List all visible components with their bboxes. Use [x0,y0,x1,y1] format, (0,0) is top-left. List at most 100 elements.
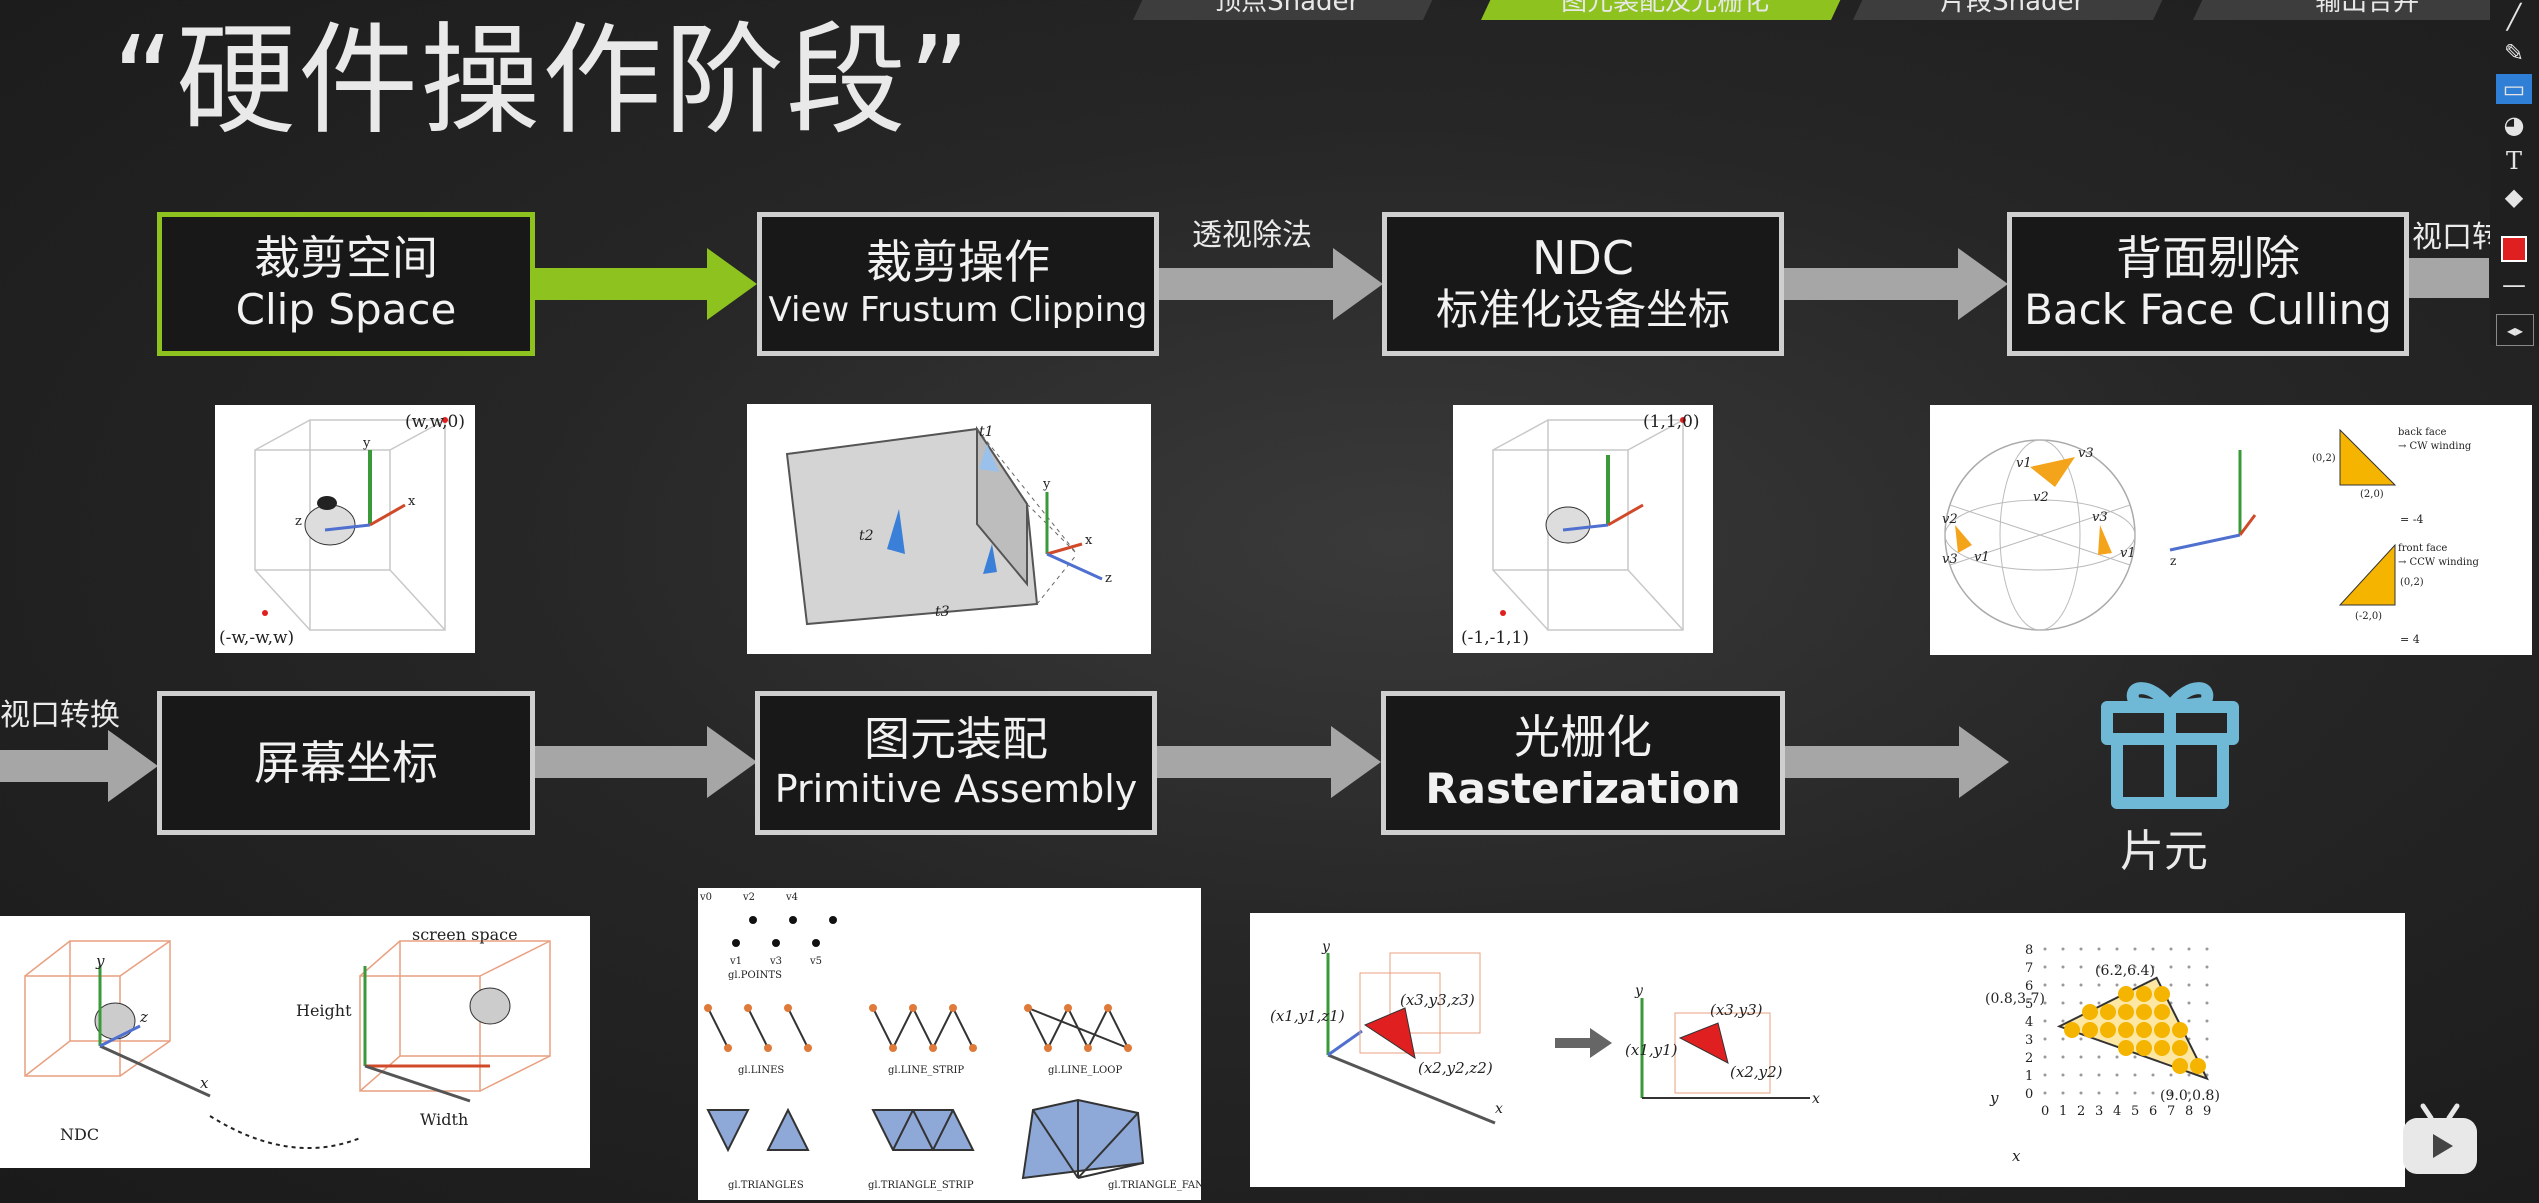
frustum-t1: t1 [979,424,994,440]
grid-dot [2079,947,2083,951]
width-label: Width [420,1110,468,1129]
covered-fragment [2082,1022,2098,1038]
color-swatch-icon[interactable] [2496,234,2532,264]
y-tick-label: 0 [2025,1087,2033,1102]
line-width-icon[interactable]: — [2502,271,2526,299]
y-tick-label: 1 [2025,1069,2033,1084]
covered-fragment [2118,1040,2134,1056]
vertex-label: v3 [1942,552,1958,567]
primitive-label: gl.TRIANGLE_STRIP [868,1180,974,1191]
grid-dot [2079,1091,2083,1095]
raster-g1: (0.8,3.7) [1985,991,2045,1007]
cull-back-face: back face [2398,427,2446,438]
vertex-label: v1 [2120,546,2136,561]
grid-dot [2151,1073,2155,1077]
expand-icon[interactable]: ◂▸ [2496,314,2534,346]
grid-dot [2097,1001,2101,1005]
tab-primitive-assembly-raster[interactable]: 图元装配及光栅化 [1481,0,1845,20]
grid-dot [2169,947,2173,951]
grid-dot [2061,965,2065,969]
grid-dot [2169,965,2173,969]
stage-en: View Frustum Clipping [768,290,1148,331]
raster-p3: (x2,y2,z2) [1418,1059,1493,1077]
grid-dot [2169,1091,2173,1095]
grid-dot [2187,983,2191,987]
grid-dot [2151,965,2155,969]
stage-primitive-assembly: 图元装配 Primitive Assembly [755,691,1157,835]
covered-fragment [2172,1058,2188,1074]
stage-en: 标准化设备坐标 [1435,285,1730,335]
x-tick-label: 4 [2113,1104,2121,1119]
grid-dot [2115,965,2119,969]
vertex-label: v4 [785,892,798,903]
tab-label: 输出合并 [2315,0,2420,17]
rasterization-diagram: y x (x1,y1,z1) (x3,y3,z3) (x2,y2,z2) y x… [1250,913,2405,1187]
raster-p2: (x3,y3,z3) [1400,991,1475,1009]
eraser-icon[interactable]: ◆ [2504,183,2524,211]
grid-dot [2205,983,2209,987]
grid-dot [2061,1091,2065,1095]
grid-dot [2187,947,2191,951]
vertex-label: v1 [1974,550,1990,565]
tab-vertex-shader[interactable]: 顶点Shader [1133,0,1437,20]
stage-ndc: NDC 标准化设备坐标 [1382,212,1784,356]
palette-icon[interactable]: ◕ [2503,111,2525,139]
ndc-diagram: (1,1,0) (-1,-1,1) [1453,405,1713,653]
grid-dot [2187,965,2191,969]
video-logo-icon[interactable] [2395,1100,2485,1180]
stage-en: Back Face Culling [2024,285,2392,335]
pen-icon[interactable]: ╱ [2506,3,2522,31]
cull-point: (0,2) [2400,577,2424,588]
grid-dot [2115,1091,2119,1095]
y-tick-label: 7 [2025,961,2033,976]
grid-dot [2079,1055,2083,1059]
raster-g2: (6.2,6.4) [2095,963,2155,979]
grid-dot [2133,947,2137,951]
stage-screen-coords: 屏幕坐标 [157,691,535,835]
grid-dot [2079,1001,2083,1005]
height-label: Height [296,1001,352,1020]
vertex-label: v0 [699,892,712,903]
grid-dot [2205,1037,2209,1041]
grid-dot [2043,1001,2047,1005]
rectangle-icon[interactable]: ▭ [2496,74,2532,104]
primitive-label: gl.LINES [738,1065,784,1076]
grid-dot [2097,1055,2101,1059]
svg-text:z: z [139,1008,148,1026]
stage-zh: 裁剪操作 [866,235,1050,290]
grid-dot [2205,1055,2209,1059]
marker-icon[interactable]: ✎ [2503,39,2525,67]
covered-fragment [2172,1040,2188,1056]
grid-dot [2043,1037,2047,1041]
text-icon[interactable]: T [2505,147,2522,175]
arrow-gray [1157,726,1381,798]
grid-dot [2133,1073,2137,1077]
svg-text:x: x [2012,1147,2021,1165]
grid-dot [2187,1073,2191,1077]
gift-icon [2101,682,2239,809]
x-tick-label: 7 [2167,1104,2175,1119]
grid-dot [2115,1055,2119,1059]
grid-dot [2043,947,2047,951]
screen-space-title: screen space [412,925,518,944]
y-tick-label: 8 [2025,943,2033,958]
grid-dot [2205,965,2209,969]
svg-text:z: z [1105,571,1112,586]
tab-label: 图元装配及光栅化 [1561,0,1770,17]
screen-space-diagram: y z x NDC screen space Height Width [0,916,590,1168]
primitive-label: gl.TRIANGLES [728,1180,804,1191]
viewport-transform-label: 视口转换 [0,698,120,733]
x-tick-label: 5 [2131,1104,2139,1119]
covered-fragment [2118,1004,2134,1020]
grid-dot [2205,1091,2209,1095]
grid-dot [2061,1055,2065,1059]
clip-top-coord: (w,w,0) [405,412,465,432]
grid-dot [2169,1073,2173,1077]
grid-dot [2133,983,2137,987]
tab-fragment-shader[interactable]: 片段Shader [1853,0,2167,20]
y-tick-label: 5 [2025,997,2033,1012]
covered-fragment [2082,1004,2098,1020]
primitive-label: gl.LINE_STRIP [888,1065,964,1076]
tab-output-merge[interactable]: 输出合并 [2193,0,2537,20]
grid-dot [2169,983,2173,987]
